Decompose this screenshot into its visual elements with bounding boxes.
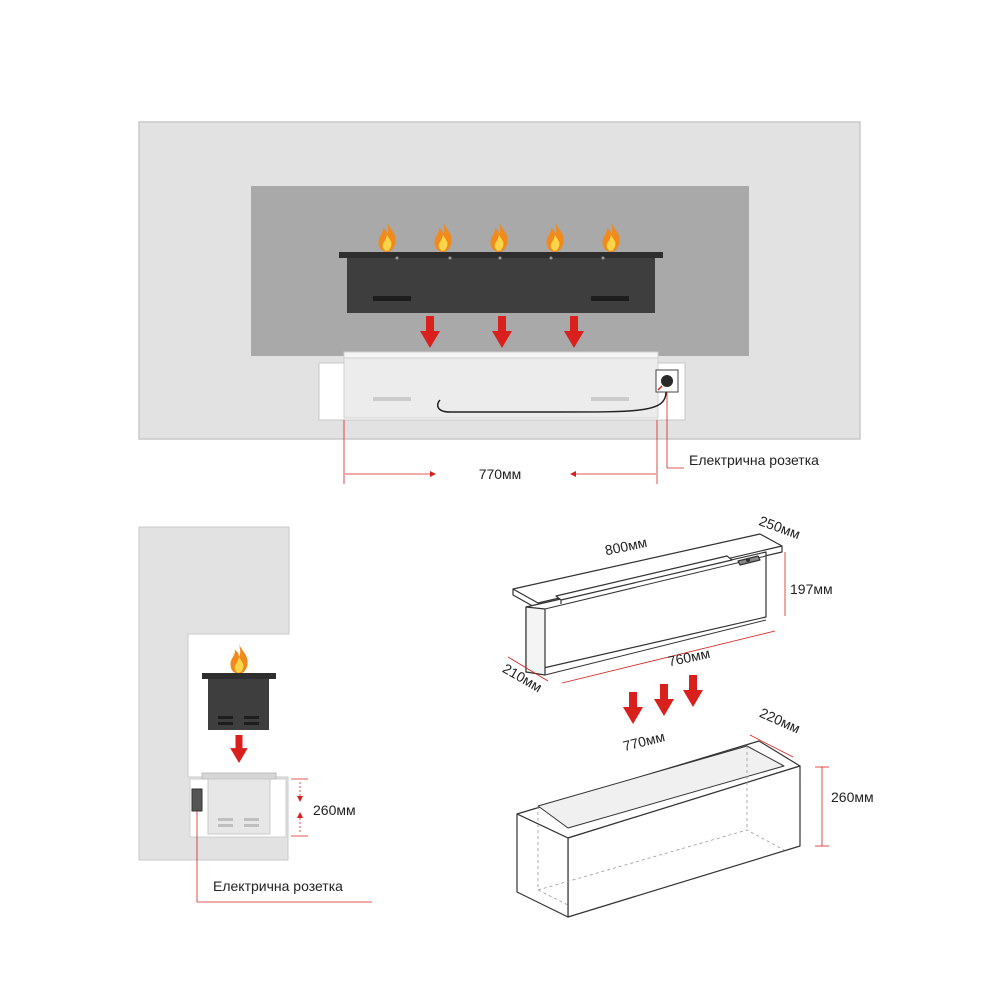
arrow-down-icon [683,675,703,707]
burner-side [202,673,276,730]
niche-side [189,772,287,838]
burner-base-dimension-line [561,630,776,684]
socket-callout: Електрична розетка [666,392,819,469]
wall-section [138,526,290,861]
arrow-down-icon [230,735,248,763]
burner-isometric [512,533,783,676]
insert-arrows [623,675,703,724]
niche-isometric [516,740,801,918]
niche-width-label: 220мм [757,704,802,736]
socket-icon [655,369,679,393]
socket-label-side: Електрична розетка [213,878,343,894]
arrow-down-icon [654,684,674,716]
width-dimension: 770мм [343,420,658,484]
power-cable [436,391,667,413]
side-view: 260мм Електрична розетка [138,526,372,903]
arrow-down-icon [623,692,643,724]
front-view: 770мм Електрична розетка [138,121,861,484]
niche-length-label: 770мм [621,728,666,754]
height-dimension-side-label: 260мм [313,802,356,818]
niche-width-line [749,734,794,758]
flame-icon [230,644,248,674]
height-dimension-side: 260мм [291,778,356,837]
burner-front [339,252,663,313]
width-dimension-label: 770мм [479,466,522,482]
burner-length-label: 800мм [603,534,648,559]
niche-height-label: 260мм [831,789,874,805]
socket-label: Електрична розетка [689,452,819,468]
socket-icon [191,788,203,812]
burner-base-width-line [507,656,549,682]
burner-base-length-label: 760мм [666,645,711,670]
niche-front [318,351,686,421]
burner-height-label: 197мм [790,581,833,597]
socket-callout: Електрична розетка [196,811,372,903]
